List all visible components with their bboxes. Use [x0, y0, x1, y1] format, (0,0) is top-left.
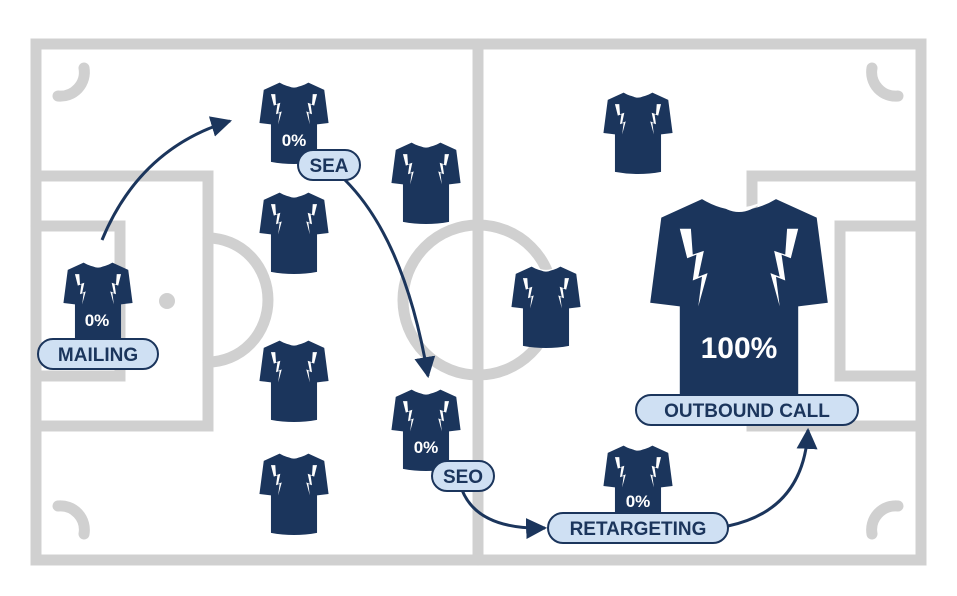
flow-arrows [100, 116, 818, 540]
corner-arc-bottom-left [52, 500, 90, 540]
player-mailing: 0% [63, 262, 133, 344]
arrow-mailing-to-sea [100, 116, 233, 241]
corner-arc-top-right [866, 62, 904, 102]
label-mailing-text: MAILING [58, 345, 138, 366]
shirt-icon [603, 92, 673, 174]
arrow-sea-to-seo [343, 178, 436, 379]
left-penalty-arc [202, 232, 274, 368]
label-mailing: MAILING [37, 338, 159, 370]
arrow-retargeting-to-outbound-call [727, 427, 818, 528]
label-outbound-call-pill [635, 394, 859, 426]
label-seo: SEO [431, 460, 495, 492]
shirt-icon [511, 266, 581, 348]
label-outbound-call-text: OUTBOUND CALL [664, 401, 830, 422]
player-outbound-call: 100% [650, 199, 828, 409]
shirt-icon [391, 389, 461, 471]
label-retargeting: RETARGETING [547, 512, 729, 544]
shirt-icon [259, 192, 329, 274]
label-retargeting-text: RETARGETING [570, 519, 707, 540]
label-seo-text: SEO [443, 467, 483, 488]
shirt-icon [650, 199, 828, 409]
shirt-icon [259, 340, 329, 422]
player-seo-value: 0% [414, 438, 439, 457]
shirt-icon [259, 453, 329, 535]
label-sea-text: SEA [309, 156, 348, 177]
label-sea-pill [297, 149, 361, 181]
label-retargeting-pill [547, 512, 729, 544]
player-retargeting-value: 0% [626, 492, 651, 511]
label-sea: SEA [297, 149, 361, 181]
player-outbound-call-value: 100% [701, 332, 778, 365]
right-goal-box [834, 220, 927, 382]
label-outbound-call: OUTBOUND CALL [635, 394, 859, 426]
corner-arc-bottom-right [866, 500, 904, 540]
label-seo-pill [431, 460, 495, 492]
player-sea: 0% [259, 82, 329, 164]
player-seo: 0% [391, 389, 461, 471]
left-penalty-spot [159, 293, 175, 309]
player-mailing-value: 0% [85, 311, 110, 330]
player-retargeting: 0% [603, 445, 673, 527]
player-sea-value: 0% [282, 131, 307, 150]
label-mailing-pill [37, 338, 159, 370]
corner-arc-top-left [52, 62, 90, 102]
left-penalty-box [30, 170, 214, 432]
arrow-seo-to-retargeting [460, 489, 548, 540]
shirt-icon [391, 142, 461, 224]
